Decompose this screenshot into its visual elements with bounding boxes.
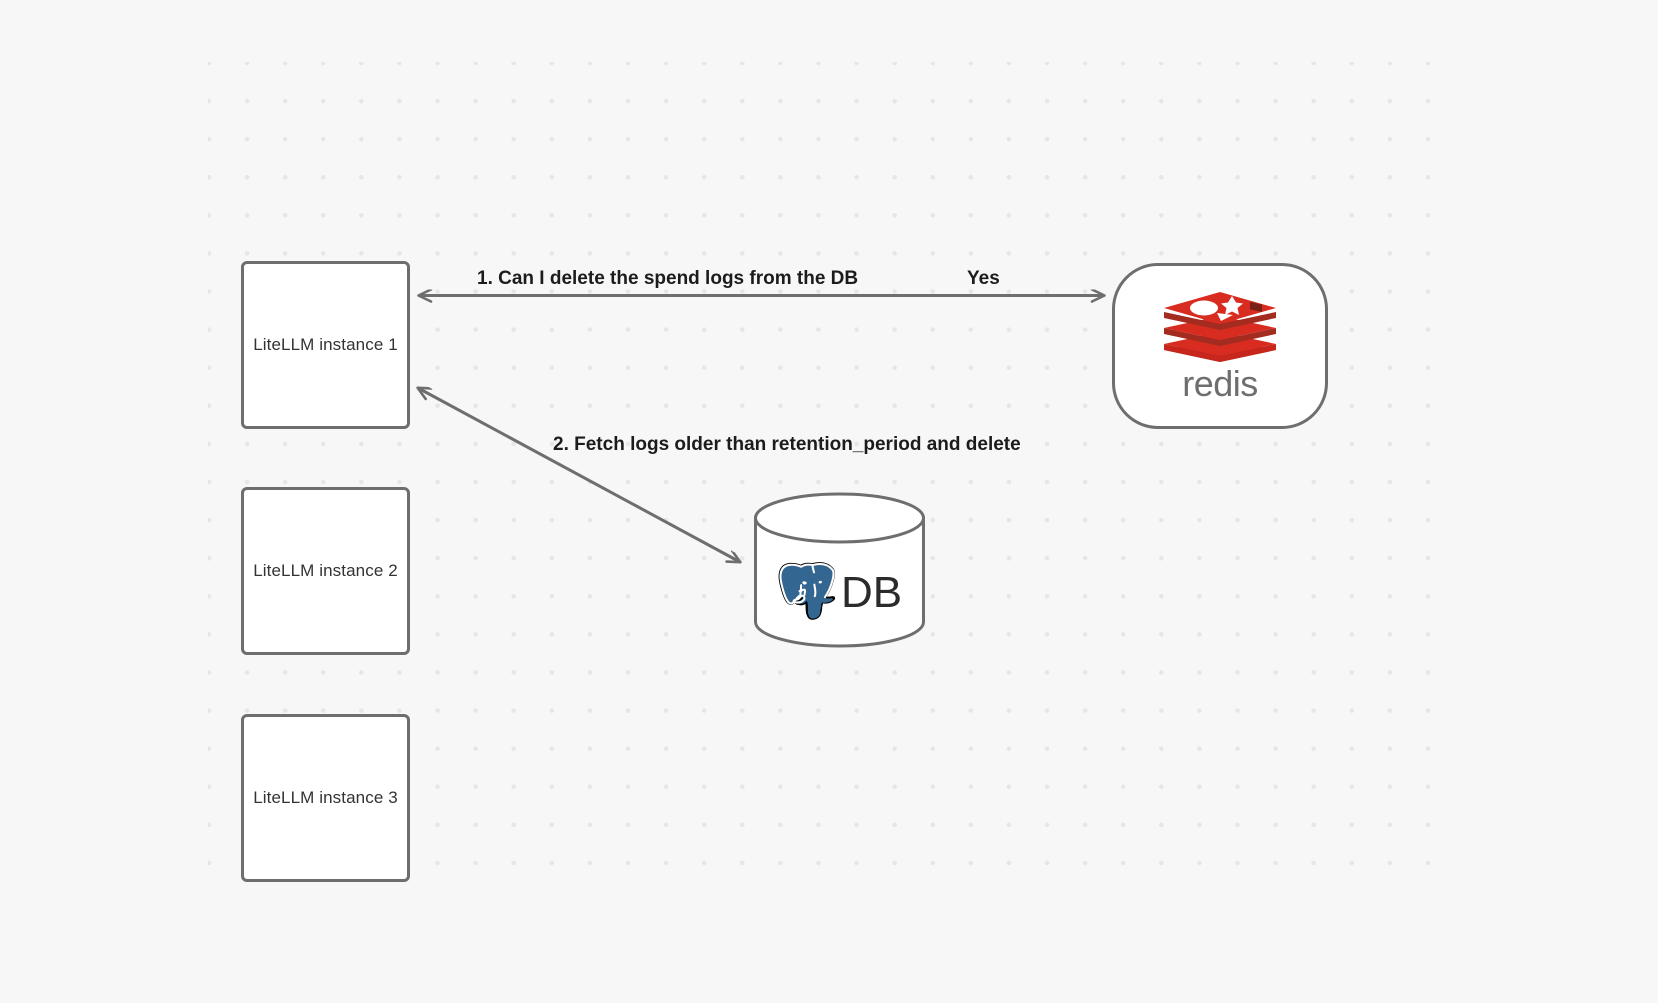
postgresql-elephant-icon <box>778 562 836 620</box>
cylinder-shape <box>754 492 925 648</box>
edge-litellm1-db <box>418 388 740 562</box>
node-litellm-instance-2-label: LiteLLM instance 2 <box>253 560 398 580</box>
node-litellm-instance-1[interactable]: LiteLLM instance 1 <box>241 261 410 429</box>
node-litellm-instance-1-label: LiteLLM instance 1 <box>253 334 398 354</box>
redis-cube-icon <box>1164 292 1276 362</box>
edge-label-yes: Yes <box>967 268 1000 289</box>
node-litellm-instance-3[interactable]: LiteLLM instance 3 <box>241 714 410 882</box>
node-litellm-instance-2[interactable]: LiteLLM instance 2 <box>241 487 410 655</box>
node-litellm-instance-3-label: LiteLLM instance 3 <box>253 787 398 807</box>
node-postgres-db[interactable]: DB <box>752 491 927 649</box>
redis-logo: redis <box>1145 287 1295 405</box>
edge-line-2 <box>418 388 740 562</box>
redis-wordmark-icon: redis <box>1182 366 1258 404</box>
edge-label-fetch-logs-retention: 2. Fetch logs older than retention_perio… <box>553 434 1021 455</box>
edge-label-delete-spend-logs: 1. Can I delete the spend logs from the … <box>477 268 859 289</box>
svg-text:redis: redis <box>1182 366 1258 404</box>
db-label: DB <box>840 568 903 617</box>
node-redis[interactable]: redis <box>1112 263 1328 429</box>
